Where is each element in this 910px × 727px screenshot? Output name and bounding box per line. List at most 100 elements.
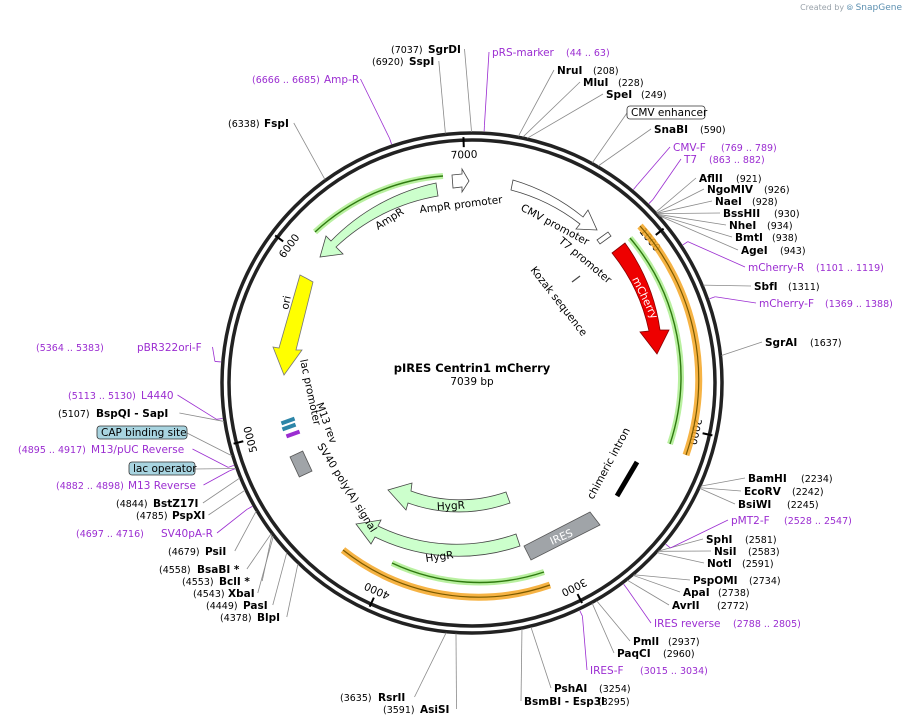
primer-leader — [582, 616, 588, 671]
enzyme-position: (1311) — [788, 282, 820, 293]
primer-leader — [212, 346, 216, 362]
enzyme-position: (3295) — [598, 697, 630, 708]
primer-range: (863 .. 882) — [709, 155, 765, 166]
primer-leader — [177, 394, 217, 420]
enzyme-label: BsaBI * — [197, 564, 240, 576]
credit-brand: SnapGene — [855, 3, 902, 13]
primer-mark — [648, 199, 654, 204]
enzyme-leader — [699, 487, 736, 505]
enzyme-leader — [520, 628, 523, 702]
enzyme-position: (6338) — [228, 119, 260, 130]
enzyme-leader — [703, 284, 752, 287]
boxed-leader — [186, 432, 232, 457]
enzyme-position: (208) — [593, 66, 619, 77]
enzyme-position: (4679) — [168, 547, 200, 558]
enzyme-leader — [522, 81, 581, 138]
chimeric-intron-label: chimeric intron — [585, 426, 633, 502]
primer-label: SV40pA-R — [161, 528, 213, 540]
enzyme-leader — [633, 574, 681, 593]
features: mCherry CMV promoter T7 promoter Kozak s… — [272, 167, 703, 601]
hygr-inner-feature — [387, 482, 511, 513]
primer-leader — [360, 78, 390, 139]
enzyme-label: NruI — [557, 65, 582, 77]
enzyme-leader — [700, 477, 746, 487]
primer-label: M13 Reverse — [128, 480, 196, 492]
ires-feature — [523, 511, 601, 561]
hygr-outer-label: HygR — [425, 549, 454, 565]
primer-mark — [216, 418, 223, 420]
tick-label: 5000 — [242, 425, 260, 454]
primer-label: mCherry-R — [748, 262, 804, 274]
primer-range: (769 .. 789) — [721, 143, 777, 154]
enzyme-label: BlpI — [257, 612, 280, 624]
enzyme-leader — [246, 533, 272, 570]
primer-label: M13/pUC Reverse — [91, 444, 184, 456]
enzyme-leader — [659, 215, 739, 251]
primer-mark — [229, 468, 236, 472]
enzyme-position: (930) — [774, 209, 800, 220]
kozak-feature — [571, 275, 581, 283]
boxed-feature — [128, 461, 196, 476]
credit-text: Created by — [800, 3, 845, 12]
enzyme-position: (4785) — [136, 511, 168, 522]
enzyme-leader — [414, 632, 447, 698]
enzyme-label: BamHI — [748, 473, 787, 485]
enzyme-position: (921) — [736, 174, 762, 185]
primer-mark — [214, 361, 221, 363]
enzyme-position: (249) — [641, 90, 667, 101]
enzyme-leader — [286, 563, 299, 618]
kozak-label: Kozak sequence — [528, 264, 590, 338]
enzyme-label: XbaI — [228, 588, 255, 600]
snapgene-logo-icon: ⦾ — [846, 3, 854, 12]
enzyme-position: (5107) — [58, 409, 90, 420]
enzyme-position: (2772) — [717, 601, 749, 612]
primer-label: T7 — [683, 154, 697, 166]
enzyme-leader — [517, 69, 555, 137]
enzyme-leader — [657, 213, 727, 226]
primer-mark — [709, 296, 716, 300]
enzyme-leader — [658, 214, 733, 238]
enzyme-position: (938) — [772, 233, 798, 244]
enzyme-label: PasI — [243, 600, 268, 612]
enzyme-position: (6920) — [372, 57, 404, 68]
enzyme-label: BmtI — [735, 232, 763, 244]
enzyme-position: (2738) — [718, 588, 750, 599]
cap-site-feature — [280, 416, 296, 426]
primer-range: (5113 .. 5130) — [68, 391, 136, 402]
enzyme-label: RsrII — [378, 692, 405, 704]
enzyme-leader — [656, 552, 705, 564]
enzyme-position: (4543) — [193, 589, 225, 600]
primer-mark — [389, 138, 392, 145]
backbone-inner — [227, 138, 717, 628]
enzyme-label: NheI — [729, 220, 756, 232]
tick-label: 6000 — [277, 232, 303, 261]
enzyme-position: (943) — [780, 246, 806, 257]
boxed-feature-label: CAP binding site — [101, 427, 187, 439]
labels: NruI(208)MluI(228)SpeI(249)SnaBI(590)Afl… — [18, 44, 893, 716]
tick-1000 — [655, 227, 665, 236]
enzyme-label: FspI — [264, 118, 289, 130]
chimeric-intron-feature — [614, 460, 640, 498]
enzyme-label: ApaI — [683, 587, 710, 599]
enzyme-label: EcoRV — [744, 486, 782, 498]
enzyme-position: (590) — [700, 125, 726, 136]
primer-leader — [203, 470, 230, 486]
ampr-promoter-feature — [451, 167, 470, 194]
primer-leader — [636, 146, 671, 186]
enzyme-leader — [208, 489, 246, 516]
m13-rev-feature — [285, 429, 301, 439]
enzyme-label: PmlI — [633, 636, 659, 648]
enzyme-leader — [591, 603, 615, 654]
enzyme-leader — [438, 60, 446, 134]
hygr-inner-label: HygR — [437, 500, 466, 513]
enzyme-position: (3591) — [383, 705, 415, 716]
enzyme-label: SgrDI — [428, 44, 461, 56]
boxed-leader — [591, 112, 628, 163]
enzyme-leader — [657, 212, 721, 215]
primer-mark — [633, 184, 638, 190]
leader-lines — [177, 48, 763, 710]
enzyme-leader — [179, 412, 225, 422]
enzyme-leader — [464, 48, 472, 133]
enzyme-position: (4553) — [182, 577, 214, 588]
